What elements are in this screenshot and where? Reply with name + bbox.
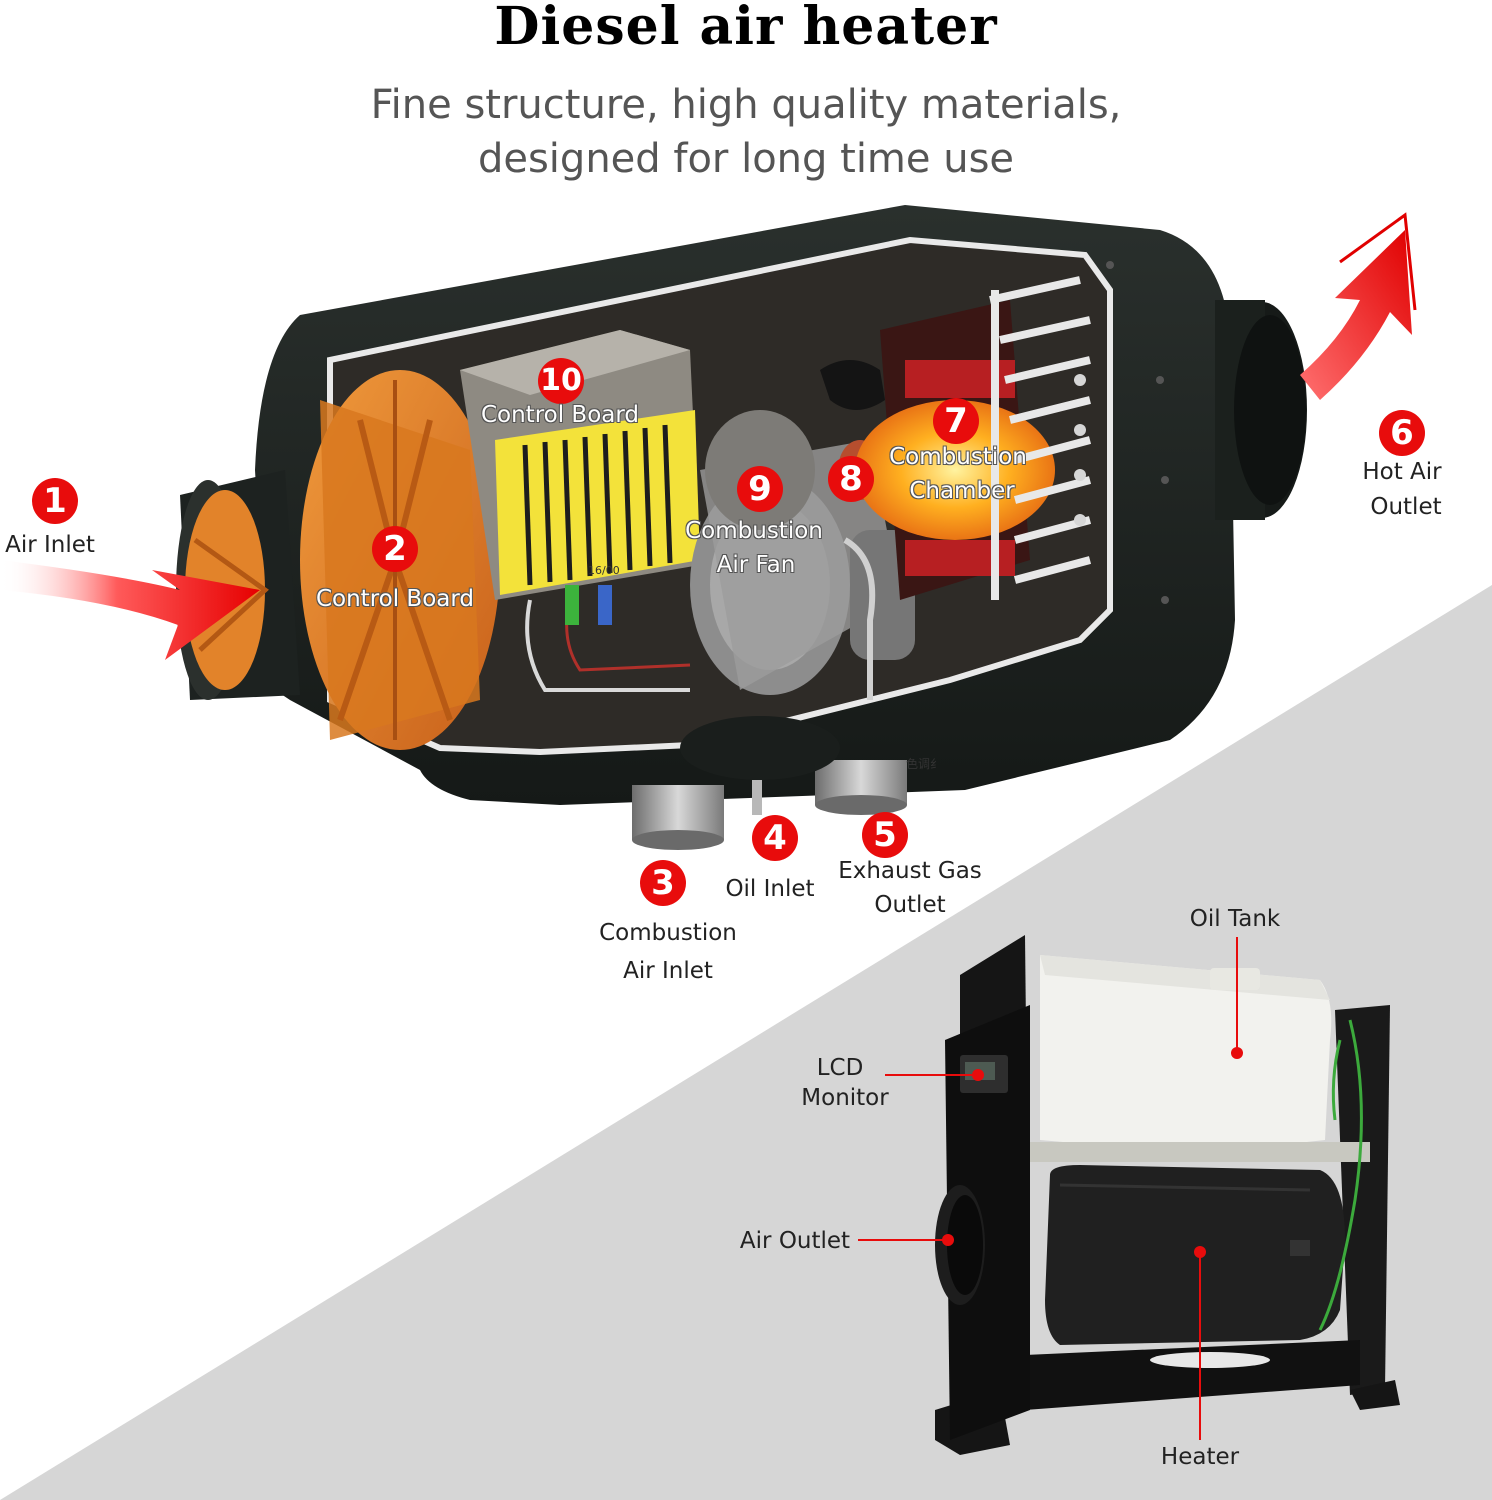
part-5-number-badge: 5 bbox=[862, 812, 908, 858]
part-5-label-line-2: Outlet bbox=[874, 892, 946, 918]
part-7-number-badge: 7 bbox=[933, 398, 979, 444]
part-4-label: Oil Inlet bbox=[725, 876, 815, 902]
watermark-stamp: 色调纟 bbox=[906, 757, 943, 771]
part-4-number-badge: 4 bbox=[752, 815, 798, 861]
part-1-number-badge: 1 bbox=[32, 478, 78, 524]
part-9-label-line-1: Combustion bbox=[685, 518, 823, 544]
oil-tank-callout: Oil Tank bbox=[1189, 906, 1281, 932]
page-title: Diesel air heater bbox=[494, 0, 998, 57]
part-6-number-badge: 6 bbox=[1379, 410, 1425, 456]
part-9-number-badge: 9 bbox=[737, 466, 783, 512]
part-9-label-line-2: Air Fan bbox=[716, 552, 796, 578]
part-3-label-line-1: Combustion bbox=[599, 920, 737, 946]
part-2-number-badge: 2 bbox=[372, 526, 418, 572]
part-8-number-badge: 8 bbox=[828, 456, 874, 502]
pcb-marking: 16/00 bbox=[588, 564, 620, 577]
part-10-label: Control Board bbox=[480, 402, 640, 428]
part-5-label-line-1: Exhaust Gas bbox=[838, 858, 982, 884]
air-outlet-callout: Air Outlet bbox=[739, 1228, 851, 1254]
part-6-label-line-1: Hot Air bbox=[1362, 459, 1442, 485]
part-1-label: Air Inlet bbox=[5, 532, 95, 558]
part-7-label-line-2: Chamber bbox=[909, 478, 1015, 504]
subtitle-line-2: designed for long time use bbox=[477, 136, 1015, 182]
part-7-label-line-1: Combustion bbox=[889, 444, 1027, 470]
part-3-label-line-2: Air Inlet bbox=[623, 958, 713, 984]
part-6-label-line-2: Outlet bbox=[1370, 494, 1442, 520]
part-10-number-badge: 10 bbox=[538, 358, 584, 404]
part-2-label: Control Board bbox=[315, 586, 475, 612]
heater-callout: Heater bbox=[1160, 1444, 1240, 1470]
lcd-monitor-callout-line-1: LCD bbox=[816, 1055, 864, 1081]
lcd-monitor-callout-line-2: Monitor bbox=[801, 1085, 889, 1111]
part-3-number-badge: 3 bbox=[640, 860, 686, 906]
subtitle-line-1: Fine structure, high quality materials, bbox=[370, 82, 1122, 128]
